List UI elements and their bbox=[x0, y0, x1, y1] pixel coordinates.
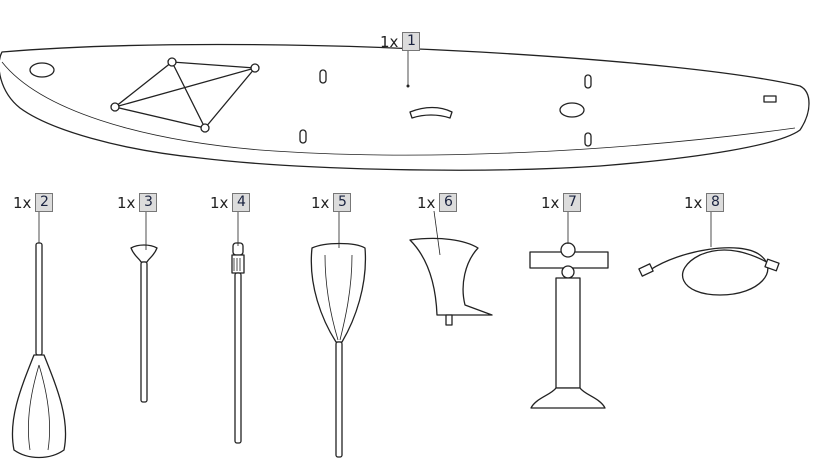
quantity: 1x bbox=[210, 193, 229, 212]
paddle-shaft-drawing bbox=[231, 211, 245, 444]
quantity: 1x bbox=[684, 193, 703, 212]
part-number: 6 bbox=[439, 193, 458, 212]
part-label-3: 1x 3 bbox=[117, 193, 158, 212]
quantity: 1x bbox=[380, 32, 399, 51]
part-number: 3 bbox=[139, 193, 158, 212]
part-number: 1 bbox=[402, 32, 421, 51]
paddle-handle-drawing bbox=[130, 211, 158, 403]
quantity: 1x bbox=[13, 193, 32, 212]
part-label-7: 1x 7 bbox=[541, 193, 582, 212]
part-label-8: 1x 8 bbox=[684, 193, 725, 212]
fin-drawing bbox=[409, 210, 493, 326]
part-number: 5 bbox=[333, 193, 352, 212]
quantity: 1x bbox=[541, 193, 560, 212]
part-label-6: 1x 6 bbox=[417, 193, 458, 212]
part-number: 7 bbox=[563, 193, 582, 212]
pump-drawing bbox=[529, 211, 609, 409]
paddle-assembled-drawing bbox=[11, 211, 67, 459]
part-label-2: 1x 2 bbox=[13, 193, 54, 212]
quantity: 1x bbox=[117, 193, 136, 212]
part-label-1: 1x 1 bbox=[380, 32, 421, 51]
quantity: 1x bbox=[417, 193, 436, 212]
hose-drawing bbox=[638, 211, 780, 296]
part-number: 8 bbox=[706, 193, 725, 212]
part-number: 2 bbox=[35, 193, 54, 212]
paddle-blade-drawing bbox=[310, 211, 367, 458]
quantity: 1x bbox=[311, 193, 330, 212]
part-label-4: 1x 4 bbox=[210, 193, 251, 212]
board-drawing bbox=[0, 43, 810, 171]
part-label-5: 1x 5 bbox=[311, 193, 352, 212]
part-number: 4 bbox=[232, 193, 251, 212]
